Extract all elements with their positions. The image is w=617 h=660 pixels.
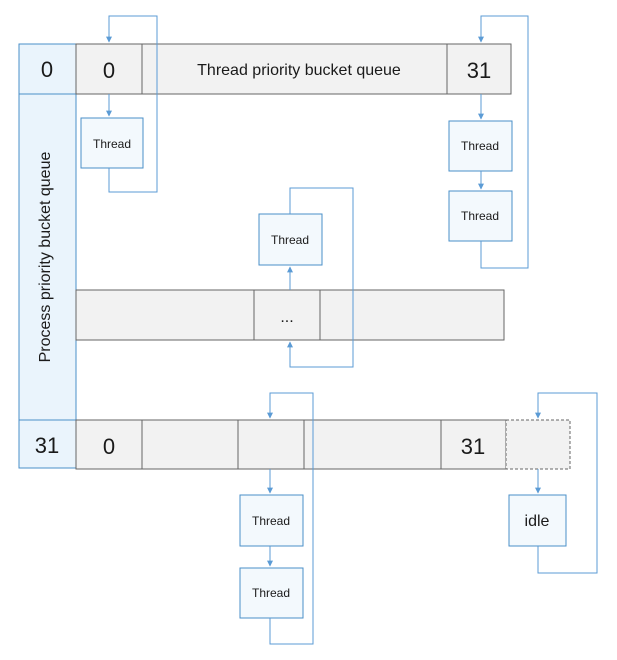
thread-bottom-2-label: Thread <box>252 586 290 600</box>
loop-arrow-middle <box>287 187 354 368</box>
process-queue-first-index: 0 <box>41 57 53 82</box>
thread-bottom-2: Thread <box>239 567 304 619</box>
thread-top-left: Thread <box>80 117 144 169</box>
loop-arrow-top-left <box>106 15 158 193</box>
process-queue-last-index: 31 <box>35 433 59 458</box>
thread-top-left-label: Thread <box>93 137 131 151</box>
thread-middle-label: Thread <box>271 233 309 247</box>
thread-idle-label: idle <box>525 513 550 530</box>
loop-arrow-idle <box>535 392 598 574</box>
thread-middle: Thread <box>258 213 323 266</box>
thread-queue-top-first-index: 0 <box>103 58 115 83</box>
thread-top-right-1: Thread <box>448 120 513 172</box>
thread-bottom-1: Thread <box>239 494 304 547</box>
process-queue-label: Process priority bucket queue <box>37 152 54 363</box>
thread-queue-bottom-last-index: 31 <box>461 434 485 459</box>
loop-arrow-top-right <box>478 15 529 269</box>
thread-top-right-1-label: Thread <box>461 139 499 153</box>
thread-queue-top-label: Thread priority bucket queue <box>197 62 401 79</box>
thread-top-right-2-label: Thread <box>461 209 499 223</box>
thread-queue-top-last-index: 31 <box>467 58 491 83</box>
thread-idle: idle <box>508 494 567 547</box>
thread-queue-bottom: 0 31 <box>75 419 571 470</box>
thread-queue-middle: ... <box>75 289 505 341</box>
idle-bucket <box>505 419 571 470</box>
process-priority-queue: 0 31 Process priority bucket queue <box>18 43 77 469</box>
thread-bottom-1-label: Thread <box>252 514 290 528</box>
thread-queue-middle-ellipsis: ... <box>280 309 293 326</box>
thread-queue-top: 0 Thread priority bucket queue 31 <box>75 43 512 95</box>
thread-top-right-2: Thread <box>448 190 513 242</box>
loop-arrow-bottom <box>267 392 314 645</box>
thread-queue-bottom-first-index: 0 <box>103 434 115 459</box>
